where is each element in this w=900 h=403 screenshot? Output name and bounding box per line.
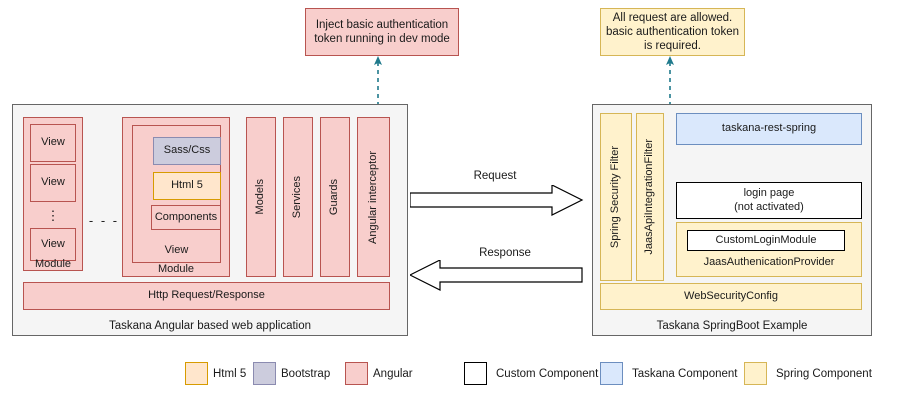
jaas-api-integration-filter[interactable]: JaasApiIntegrationFilter [636,113,664,281]
login-page-line2: (not activated) [734,200,804,213]
jaas-authentication-provider-label: JaasAuthenicationProvider [703,256,835,269]
request-arrow [410,185,584,216]
request-label: Request [473,169,517,182]
module-b-item-components[interactable]: Components [151,205,221,230]
modules-separator: - - - [88,213,120,229]
legend-label-html5: Html 5 [213,367,247,380]
legend-label-angular: Angular [373,367,413,380]
legend-label-spring-component: Spring Component [776,367,872,380]
legend-swatch-bootstrap [253,362,276,385]
note-all-requests-allowed-text: All request are allowed. basic authentic… [606,11,739,53]
note-inject-token-text: Inject basic authentication token runnin… [314,18,450,45]
spring-security-filter[interactable]: Spring Security Filter [600,113,632,281]
legend-item-html5: Html 5 [185,362,246,385]
web-security-config[interactable]: WebSecurityConfig [600,283,862,310]
module-b-item-html5[interactable]: Html 5 [153,172,221,200]
legend-swatch-angular [345,362,368,385]
column-services[interactable]: Services [283,117,313,277]
legend-item-bootstrap: Bootstrap [253,362,330,385]
legend-swatch-spring-component [744,362,767,385]
response-arrow [410,260,583,291]
module-b-item-sass-css[interactable]: Sass/Css [153,137,221,165]
legend-swatch-html5 [185,362,208,385]
module-b-view-label: View [164,243,189,256]
module-a-view-3[interactable]: View [30,228,76,261]
right-panel-caption: Taskana SpringBoot Example [656,319,808,332]
module-b-label: Module [157,262,195,275]
module-a-label: Module [34,258,72,271]
legend-item-spring-component: Spring Component [744,362,872,385]
column-angular-interceptor[interactable]: Angular interceptor [357,117,390,277]
column-models[interactable]: Models [246,117,276,277]
taskana-rest-spring[interactable]: taskana-rest-spring [676,113,862,145]
custom-login-module[interactable]: CustomLoginModule [687,230,845,251]
login-page-line1: login page [743,187,795,200]
legend-item-taskana-component: Taskana Component [600,362,737,385]
legend-label-taskana-component: Taskana Component [632,367,738,380]
legend-label-bootstrap: Bootstrap [281,367,331,380]
connector-left-dashed [374,56,382,106]
legend-item-custom-component: Custom Component [464,362,598,385]
login-page[interactable]: login page (not activated) [676,182,862,219]
module-a-view-2[interactable]: View [30,164,76,202]
legend-swatch-taskana-component [600,362,623,385]
column-guards[interactable]: Guards [320,117,350,277]
http-request-response-bar[interactable]: Http Request/Response [23,282,390,310]
legend-label-custom-component: Custom Component [496,367,599,380]
response-label: Response [479,246,531,259]
legend-swatch-custom-component [464,362,487,385]
module-a-ellipsis-icon: ⋮ [46,208,60,224]
note-all-requests-allowed: All request are allowed. basic authentic… [600,8,745,56]
note-inject-token: Inject basic authentication token runnin… [305,8,459,56]
left-panel-caption: Taskana Angular based web application [108,319,312,332]
module-a-view-1[interactable]: View [30,124,76,162]
legend-item-angular: Angular [345,362,413,385]
